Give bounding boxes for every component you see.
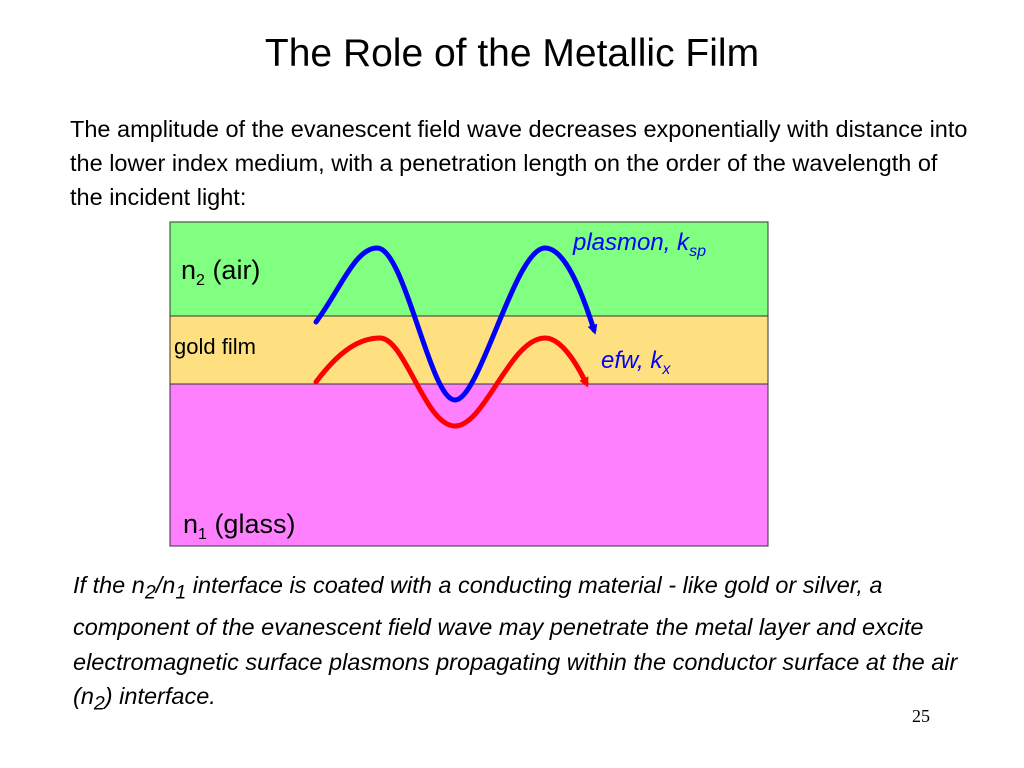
efw-wave — [313, 335, 589, 429]
intro-paragraph: The amplitude of the evanescent field wa… — [70, 116, 968, 210]
plasmon-wave — [313, 245, 598, 403]
air-layer — [169, 221, 769, 317]
plasmon-label: plasmon, ksp — [572, 229, 706, 260]
caption-paragraph: If the n2/n1 interface is coated with a … — [73, 572, 958, 715]
efw-label: efw, kx — [601, 347, 671, 378]
gold-film-layer — [169, 315, 769, 385]
glass-layer-label: n1 (glass) — [183, 509, 295, 543]
slide-title: The Role of the Metallic Film — [264, 32, 760, 75]
page-number: 25 — [912, 706, 930, 726]
air-layer-label: n2 (air) — [181, 255, 260, 289]
gold-film-label: gold film — [174, 334, 256, 359]
